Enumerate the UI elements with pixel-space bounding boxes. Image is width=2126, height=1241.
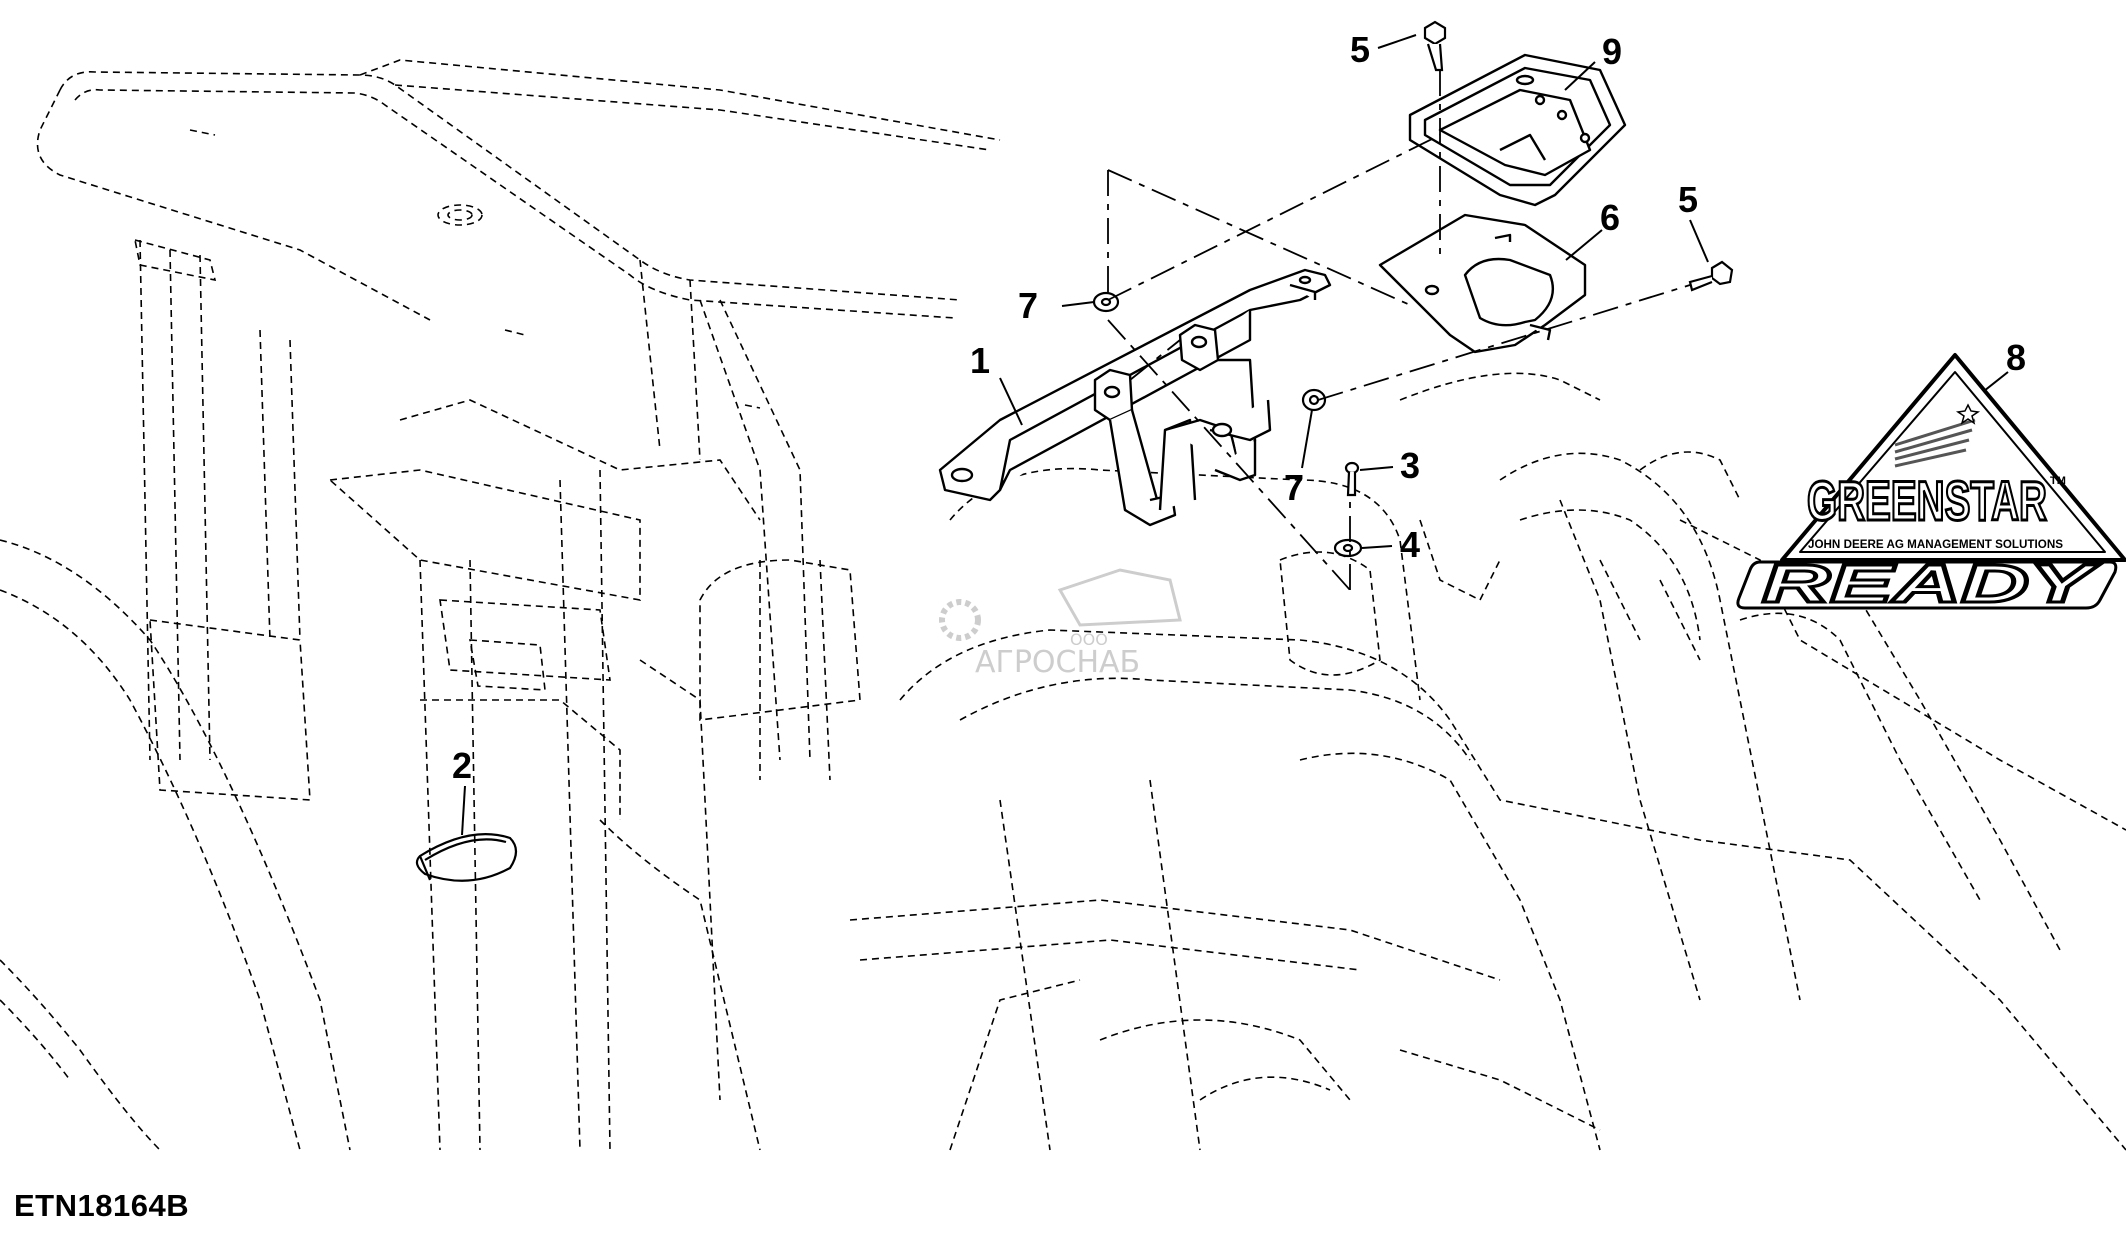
figure-id: ETN18164B: [14, 1188, 190, 1223]
washer-4-icon: [1333, 538, 1363, 558]
star-icon: [1955, 403, 1981, 425]
part-1-bracket: [938, 268, 1332, 527]
washer-7-lower-icon: [1301, 388, 1327, 412]
watermark: ООО АГРОСНАБ: [939, 568, 1182, 680]
hardware: [415, 20, 1734, 882]
callout-1: 1: [970, 340, 990, 381]
callout-2: 2: [452, 745, 472, 786]
callouts: 1 2 3 4 5 5 6 7 7 8 9: [452, 29, 2026, 786]
callout-5-top: 5: [1350, 29, 1370, 70]
callout-4: 4: [1400, 524, 1420, 565]
greenstar-ready-logo: GREENSTAR TM JOHN DEERE AG MANAGEMENT SO…: [1736, 353, 2126, 616]
logo-ready: READY: [1762, 554, 2101, 614]
callout-9: 9: [1602, 31, 1622, 72]
tie-strap-2-icon: [415, 833, 518, 882]
bolt-5-right-icon: [1688, 260, 1734, 292]
part-9-frame: [1408, 53, 1627, 207]
watermark-small: ООО: [1070, 630, 1108, 649]
logo-tm: TM: [2050, 475, 2066, 487]
bolt-5-top-icon: [1423, 20, 1447, 72]
watermark-name: АГРОСНАБ: [975, 645, 1140, 680]
callout-3: 3: [1400, 445, 1420, 486]
washer-7-upper-icon: [1092, 291, 1120, 313]
callout-5-right: 5: [1678, 179, 1698, 220]
screw-3-icon: [1344, 461, 1360, 497]
tractor-cab-phantom: [0, 59, 2126, 1151]
callout-6: 6: [1600, 197, 1620, 238]
swoosh-icon: [1894, 418, 1976, 468]
part-6-cover: [1378, 213, 1587, 354]
harvester-icon: [1057, 568, 1182, 627]
logo-brand: GREENSTAR: [1807, 469, 2047, 532]
callout-7-lower: 7: [1284, 467, 1304, 508]
callout-7-upper: 7: [1018, 285, 1038, 326]
assembly-lines: [1107, 70, 1691, 591]
logo-subtitle: JOHN DEERE AG MANAGEMENT SOLUTIONS: [1808, 537, 2063, 551]
gear-icon: [939, 599, 981, 641]
callout-8: 8: [2006, 337, 2026, 378]
